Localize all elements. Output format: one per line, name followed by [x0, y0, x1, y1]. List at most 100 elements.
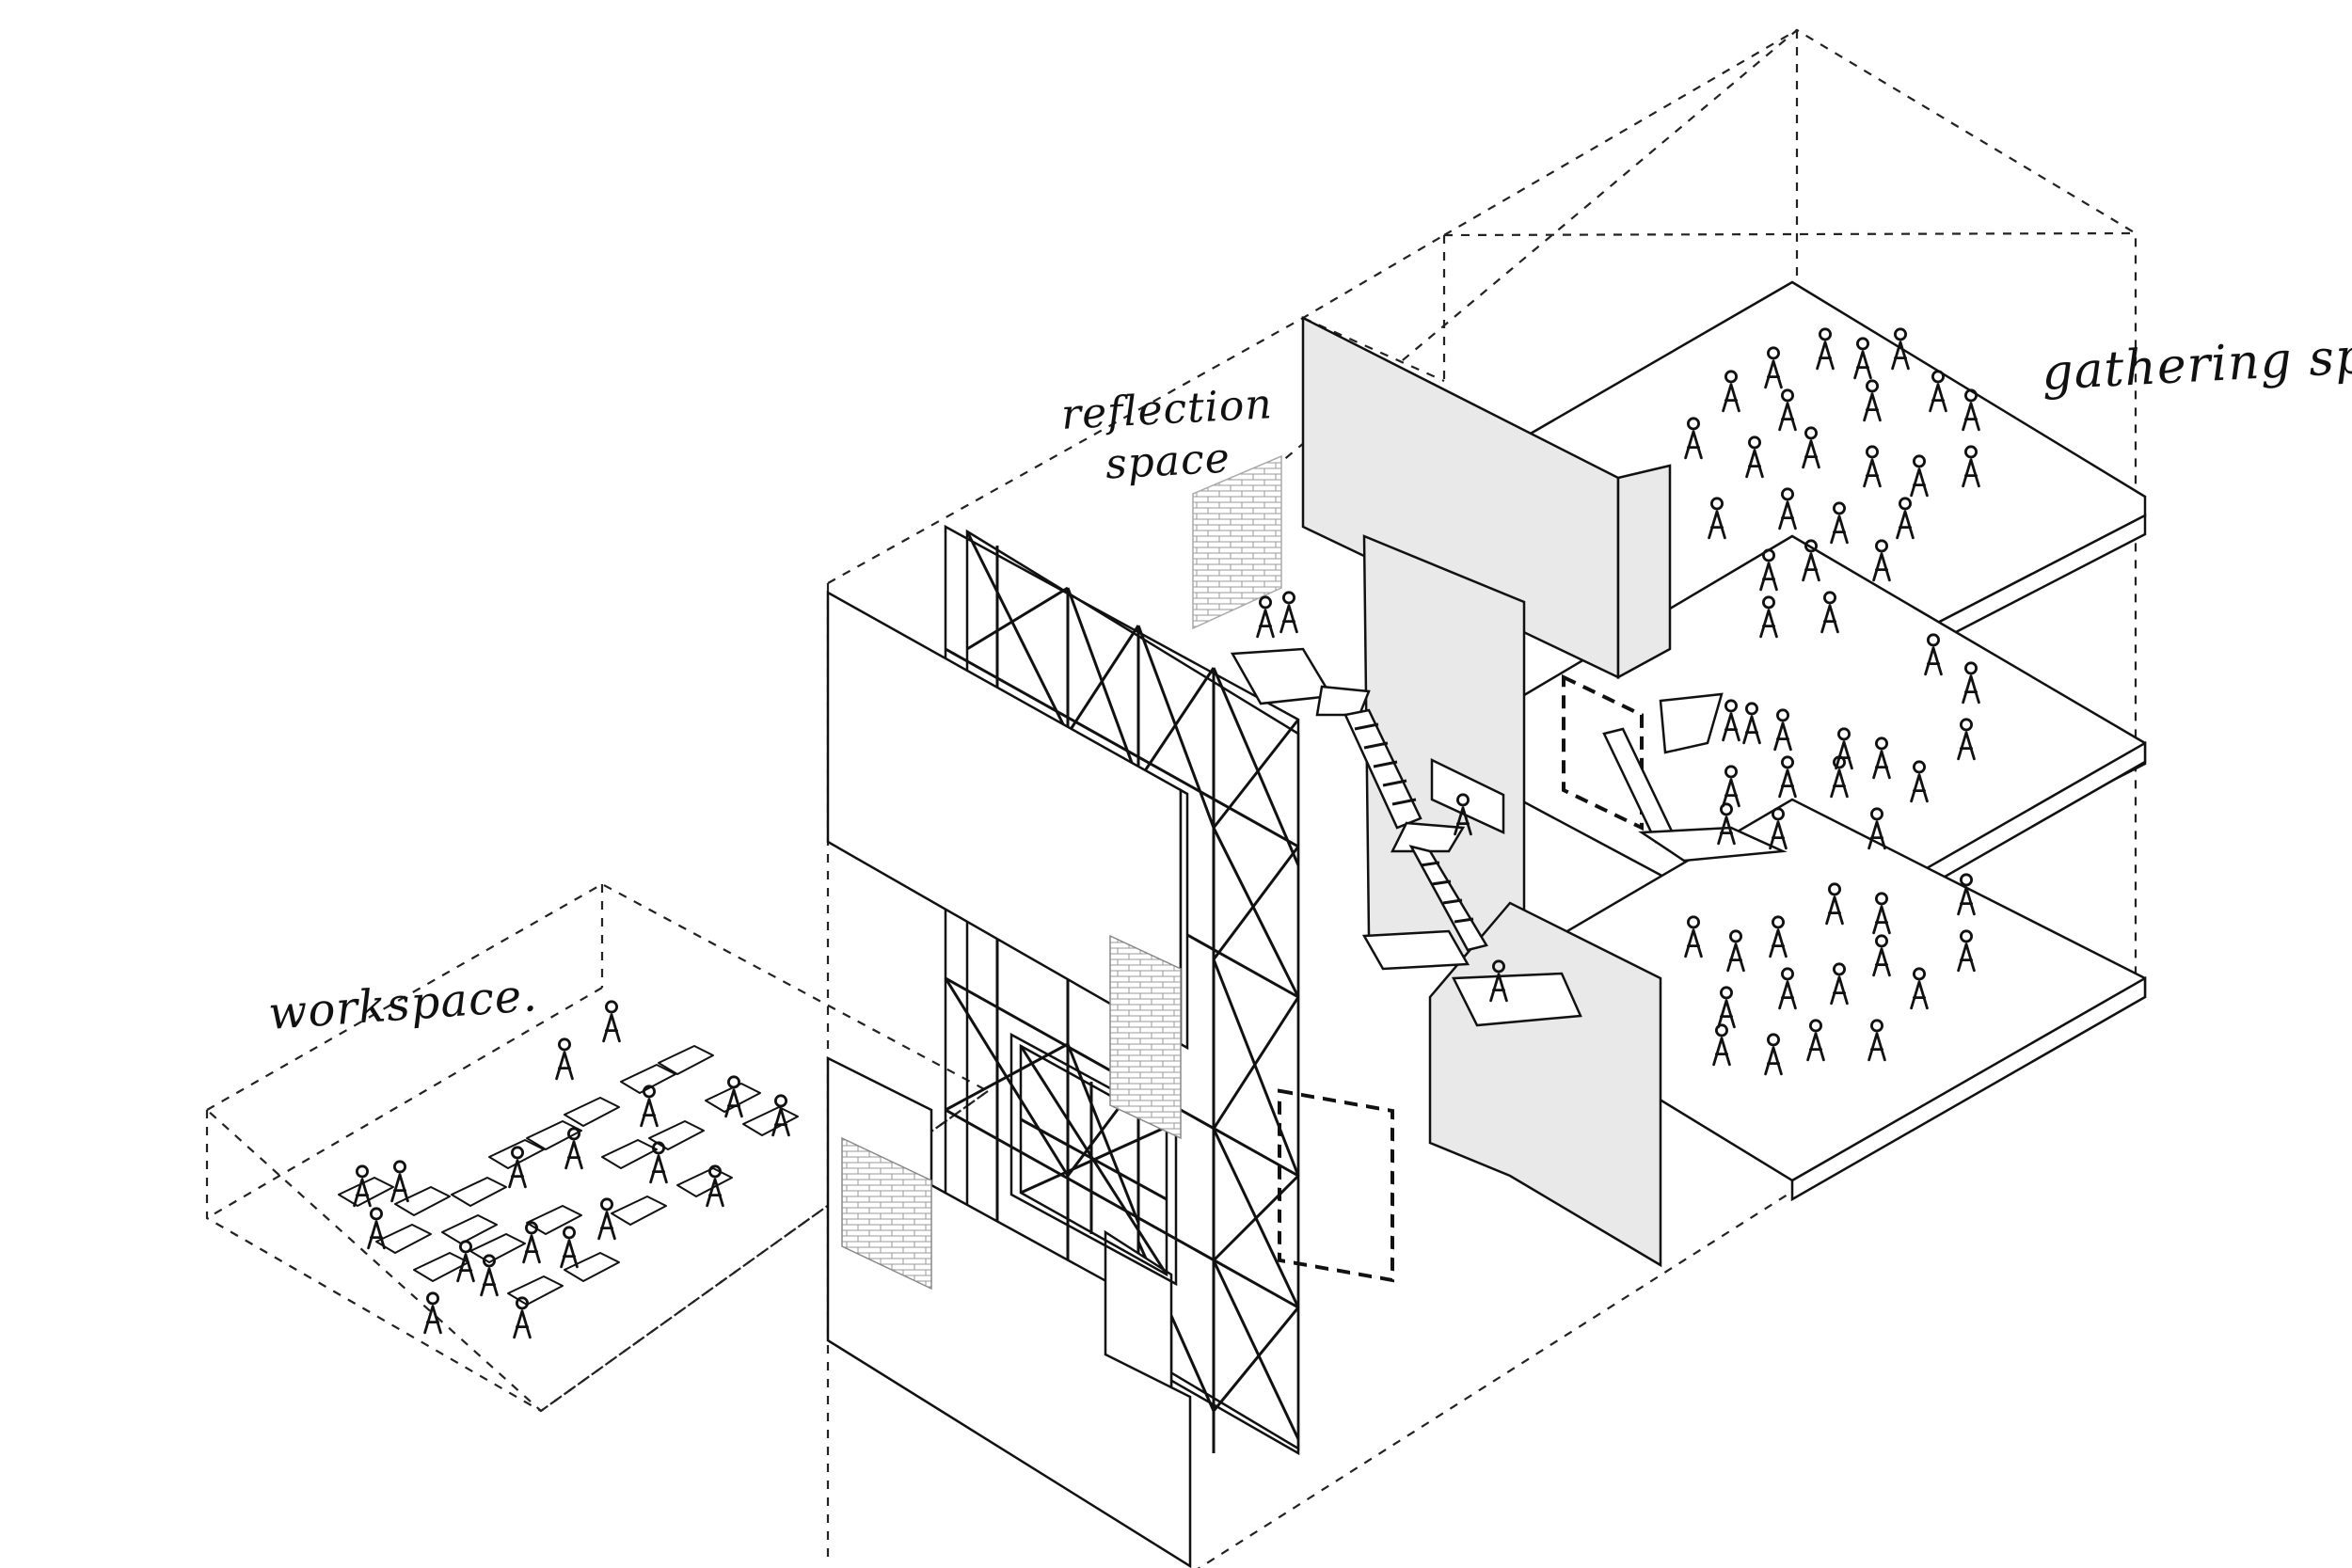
person-figure-icon	[1910, 760, 1929, 803]
person-figure-icon	[1820, 591, 1839, 634]
person-figure-icon	[1726, 929, 1745, 973]
brick-screen-middle	[1109, 934, 1182, 1140]
person-figure-icon	[1256, 595, 1275, 639]
person-figure-icon	[1910, 967, 1929, 1010]
person-figure-icon	[522, 1221, 541, 1264]
person-figure-icon	[1769, 915, 1788, 958]
brick-screen-lower	[841, 1136, 932, 1291]
person-figure-icon	[1778, 487, 1797, 531]
person-figure-icon	[367, 1207, 386, 1250]
panel-upper-left	[826, 590, 1189, 1051]
person-figure-icon	[1872, 539, 1891, 582]
desk-icon	[705, 1083, 761, 1113]
person-figure-icon	[706, 1164, 724, 1208]
person-figure-icon	[1708, 497, 1726, 540]
desk-icon	[507, 1275, 564, 1306]
person-figure-icon	[353, 1164, 372, 1208]
person-figure-icon	[602, 1000, 621, 1043]
person-figure-icon	[1853, 337, 1872, 380]
person-figure-icon	[1872, 736, 1891, 780]
grey-partition-upper	[1301, 315, 1672, 971]
person-figure-icon	[1910, 454, 1929, 498]
person-figure-icon	[555, 1037, 574, 1081]
person-figure-icon	[1769, 807, 1788, 850]
desk-icon	[526, 1120, 582, 1150]
person-figure-icon	[1835, 727, 1853, 770]
person-figure-icon	[640, 1085, 659, 1128]
person-figure-icon	[1962, 445, 1980, 488]
panel-lower-left	[826, 1055, 1192, 1568]
person-figure-icon	[1764, 346, 1783, 389]
person-figure-icon	[1454, 793, 1472, 836]
person-figure-icon	[1489, 959, 1508, 1003]
desk-icon	[564, 1097, 620, 1127]
person-figure-icon	[513, 1296, 532, 1339]
person-figure-icon	[771, 1094, 790, 1137]
desk-icon	[469, 1233, 526, 1263]
person-figure-icon	[1867, 807, 1886, 850]
person-figure-icon	[1742, 702, 1761, 745]
person-figure-icon	[1778, 967, 1797, 1010]
person-figure-icon	[1806, 1019, 1825, 1062]
desk-icon	[526, 1205, 582, 1235]
person-figure-icon	[1773, 708, 1792, 752]
person-figure-icon	[390, 1160, 409, 1203]
person-figure-icon	[1684, 915, 1703, 958]
desk-icon	[564, 1252, 620, 1282]
person-figure-icon	[480, 1254, 499, 1297]
person-figure-icon	[1830, 755, 1849, 799]
workspace-desks	[338, 1045, 799, 1306]
desk-icon	[676, 1167, 733, 1197]
person-figure-icon	[1722, 765, 1740, 808]
desk-icon	[488, 1139, 545, 1169]
person-figure-icon	[1816, 327, 1835, 371]
desk-icon	[601, 1139, 658, 1169]
person-figure-icon	[423, 1291, 442, 1335]
person-figure-icon	[1717, 986, 1736, 1029]
person-figure-icon	[1759, 548, 1778, 592]
person-figure-icon	[1830, 501, 1849, 545]
person-figure-icon	[649, 1141, 668, 1184]
person-figure-icon	[1872, 892, 1891, 935]
person-figure-icon	[1929, 370, 1947, 413]
person-figure-icon	[1825, 882, 1844, 926]
brick-screen-upper	[1192, 454, 1282, 630]
desk-icon	[648, 1120, 705, 1150]
person-figure-icon	[1764, 1033, 1783, 1076]
reflection-label-line2: space	[1104, 434, 1232, 489]
person-figure-icon	[1896, 497, 1915, 540]
person-figure-icon	[564, 1127, 583, 1170]
person-figure-icon	[1279, 591, 1298, 634]
opening-outline-right	[1562, 673, 1644, 832]
person-figure-icon	[597, 1197, 616, 1241]
person-figure-icon	[1867, 1019, 1886, 1062]
person-figure-icon	[1891, 327, 1910, 371]
desk-icon	[658, 1045, 714, 1075]
person-figure-icon	[1957, 718, 1976, 761]
person-figure-icon	[1957, 873, 1976, 916]
desk-icon	[375, 1224, 432, 1254]
person-figure-icon	[1802, 426, 1820, 469]
person-figure-icon	[1957, 929, 1976, 973]
people-figures	[353, 327, 1980, 1339]
person-figure-icon	[1962, 388, 1980, 432]
person-figure-icon	[1830, 962, 1849, 1006]
opening-outline-left	[1278, 1088, 1394, 1283]
person-figure-icon	[1759, 595, 1778, 639]
person-figure-icon	[1802, 539, 1820, 582]
desk-icon	[620, 1064, 676, 1094]
desk-icon	[742, 1106, 799, 1136]
desk-icon	[611, 1196, 667, 1226]
person-figure-icon	[1722, 699, 1740, 742]
person-figure-icon	[508, 1146, 527, 1189]
desk-icon	[441, 1214, 498, 1244]
person-figure-icon	[1863, 445, 1882, 488]
person-figure-icon	[1722, 370, 1740, 413]
person-figure-icon	[1684, 417, 1703, 460]
person-figure-icon	[724, 1075, 743, 1118]
person-figure-icon	[1962, 661, 1980, 705]
stair-system	[1230, 647, 1788, 1027]
desk-icon	[451, 1177, 507, 1207]
desk-icon	[394, 1186, 451, 1216]
